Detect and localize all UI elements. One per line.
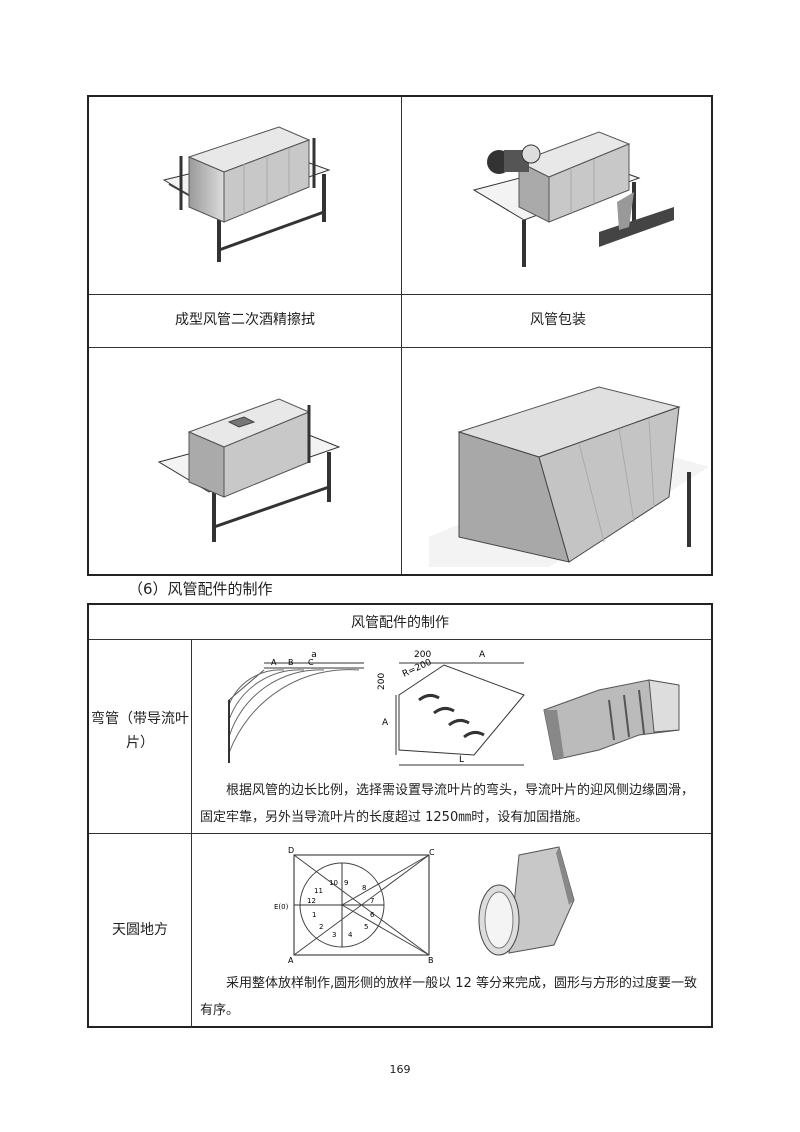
duct-finished-image xyxy=(157,398,341,542)
elbow-description: 根据风管的边长比例，选择需设置导流叶片的弯头，导流叶片的迎风侧边缘圆滑，固定牢靠… xyxy=(200,783,695,825)
elbow-3d-image xyxy=(543,679,680,760)
svg-text:1: 1 xyxy=(312,911,316,919)
svg-text:200: 200 xyxy=(377,673,387,690)
table-divider-vertical xyxy=(191,639,192,1028)
table-divider xyxy=(89,347,711,348)
svg-text:a: a xyxy=(311,650,317,660)
svg-text:200: 200 xyxy=(414,650,431,660)
guide-vane-diagram: 200 A R=200 200 A L xyxy=(377,650,525,766)
table-divider xyxy=(89,294,711,295)
table-divider-vertical xyxy=(401,97,402,574)
row-label-transition: 天圆地方 xyxy=(112,922,168,938)
svg-text:A: A xyxy=(271,658,277,667)
svg-text:L: L xyxy=(459,755,464,765)
transition-3d-image xyxy=(478,846,575,956)
elbow-diagram: a A B C xyxy=(228,650,364,763)
svg-text:B: B xyxy=(428,956,434,965)
svg-text:R=200: R=200 xyxy=(401,657,434,679)
duct-packaging-image xyxy=(472,131,674,267)
svg-text:A: A xyxy=(288,956,294,965)
row-label-elbow: 弯管（带导流叶片） xyxy=(91,711,189,751)
page-number: 169 xyxy=(389,1063,411,1076)
fittings-table: 风管配件的制作 弯管（带导流叶片） a A B C 200 A R=200 20… xyxy=(87,603,713,1028)
caption-packaging: 风管包装 xyxy=(530,312,586,328)
svg-text:A: A xyxy=(382,718,389,728)
svg-text:7: 7 xyxy=(370,897,374,905)
svg-text:2: 2 xyxy=(319,923,323,931)
svg-text:10: 10 xyxy=(329,879,338,887)
svg-text:D: D xyxy=(288,846,294,855)
section-title: （6）风管配件的制作 xyxy=(128,580,273,598)
caption-wipe: 成型风管二次酒精擦拭 xyxy=(175,312,315,328)
transition-description: 采用整体放样制作,圆形侧的放样一般以 12 等分来完成，圆形与方形的过度要一致有… xyxy=(200,976,697,1018)
svg-text:C: C xyxy=(429,848,435,857)
svg-text:C: C xyxy=(308,658,314,667)
svg-text:E(0): E(0) xyxy=(274,903,289,911)
svg-text:9: 9 xyxy=(344,879,348,887)
image-table: 成型风管二次酒精擦拭 风管包装 xyxy=(87,95,713,576)
table-divider xyxy=(89,639,711,640)
svg-text:12: 12 xyxy=(307,897,316,905)
svg-text:3: 3 xyxy=(332,931,336,939)
svg-text:8: 8 xyxy=(362,884,366,892)
table-header: 风管配件的制作 xyxy=(351,615,449,631)
svg-text:5: 5 xyxy=(364,923,368,931)
table-divider xyxy=(89,833,711,834)
svg-text:6: 6 xyxy=(370,911,375,919)
transition-layout-diagram: D C A B E(0) 9 10 11 12 1 2 3 4 5 6 7 8 xyxy=(274,846,435,965)
svg-text:11: 11 xyxy=(314,887,323,895)
svg-text:B: B xyxy=(288,658,294,667)
svg-text:A: A xyxy=(479,650,486,660)
svg-text:4: 4 xyxy=(348,931,353,939)
duct-closeup-image xyxy=(429,386,709,567)
duct-wipe-image xyxy=(162,126,331,262)
